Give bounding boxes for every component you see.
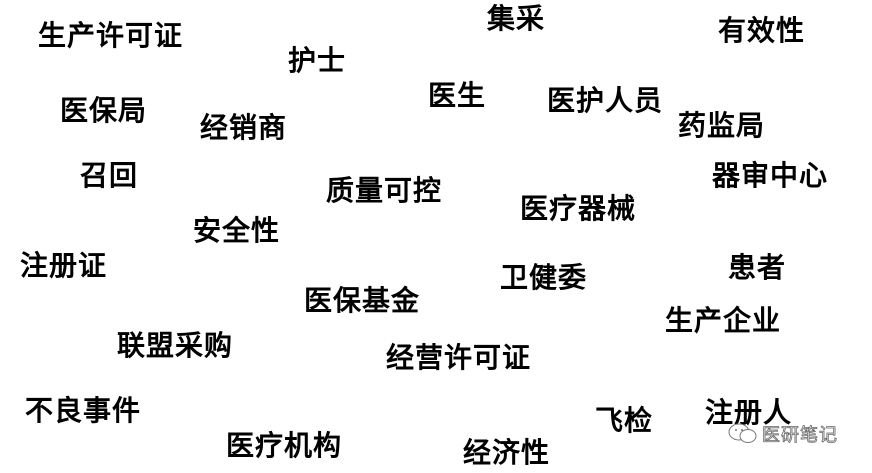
word: 医护人员 <box>547 84 664 117</box>
word: 不良事件 <box>25 394 142 427</box>
word: 护士 <box>288 44 347 77</box>
word: 召回 <box>80 159 139 192</box>
word: 联盟采购 <box>117 329 234 362</box>
word: 生产许可证 <box>38 19 184 52</box>
word: 医疗器械 <box>520 192 637 225</box>
word: 药监局 <box>678 109 766 142</box>
word: 安全性 <box>193 214 281 247</box>
word: 医保局 <box>60 94 148 127</box>
word: 卫健委 <box>500 261 588 294</box>
word: 医疗机构 <box>226 429 343 462</box>
word: 经销商 <box>200 111 288 144</box>
watermark-text: 医研笔记 <box>762 425 838 447</box>
word: 器审中心 <box>712 159 829 192</box>
word: 注册证 <box>20 249 108 282</box>
word: 有效性 <box>718 14 806 47</box>
word: 飞检 <box>595 404 654 437</box>
word: 患者 <box>728 251 787 284</box>
word: 集采 <box>487 2 546 35</box>
watermark: 医研笔记 <box>728 421 838 447</box>
word: 医保基金 <box>304 284 421 317</box>
word: 质量可控 <box>326 174 443 207</box>
word: 生产企业 <box>665 304 782 337</box>
word: 注册人 <box>705 396 793 429</box>
wechat-icon <box>728 423 757 443</box>
word: 经济性 <box>463 436 551 469</box>
word: 经营许可证 <box>386 341 532 374</box>
word: 医生 <box>428 79 487 112</box>
